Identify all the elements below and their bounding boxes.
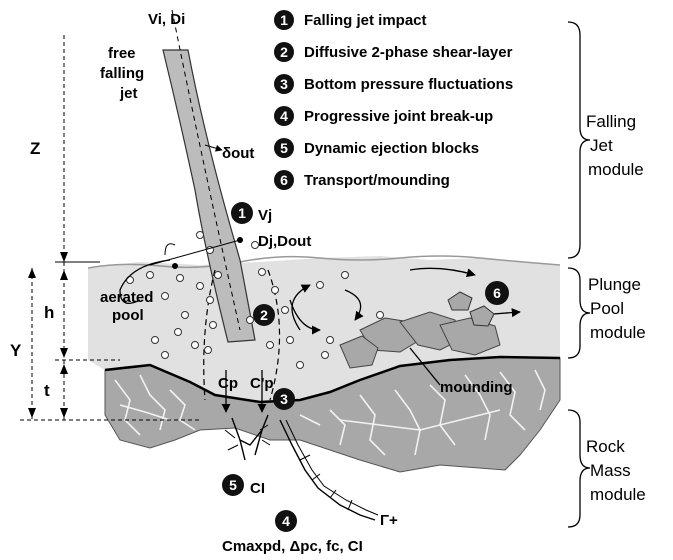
marker-2: 2 xyxy=(253,304,275,326)
dj-dout-label: Dj,Dout xyxy=(258,233,311,250)
y-label: Y xyxy=(10,341,22,360)
aerated-pool-label: pool xyxy=(112,307,144,324)
marker-num: 2 xyxy=(260,307,268,323)
vj-label: Vj xyxy=(258,207,272,224)
module-label: Mass xyxy=(590,461,631,480)
free-falling-jet-label: free xyxy=(108,45,136,62)
module-label: Rock xyxy=(586,437,625,456)
free-falling-jet-label: jet xyxy=(119,85,138,102)
jet-entry-dot xyxy=(172,263,178,269)
legend-num: 6 xyxy=(280,172,288,188)
gamma-plus-label: Γ+ xyxy=(380,512,398,529)
legend-item: 5 Dynamic ejection blocks xyxy=(274,138,479,158)
marker-5: 5 xyxy=(222,474,244,496)
module-rock-mass: Rock Mass module xyxy=(586,437,646,504)
module-label: module xyxy=(590,323,646,342)
deflection-arc-left xyxy=(165,244,175,255)
legend-num: 4 xyxy=(280,108,288,124)
module-label: module xyxy=(588,160,644,179)
marker-num: 3 xyxy=(280,391,288,407)
free-falling-jet-label: falling xyxy=(100,65,144,82)
marker-num: 6 xyxy=(493,285,501,301)
legend-text: Diffusive 2-phase shear-layer xyxy=(304,44,513,61)
t-label: t xyxy=(44,381,50,400)
marker-1: 1 xyxy=(231,202,253,224)
mounding-label: mounding xyxy=(440,379,512,396)
z-label: Z xyxy=(30,139,40,158)
legend-item: 4 Progressive joint break-up xyxy=(274,106,493,126)
delta-out-label: δout xyxy=(222,145,254,162)
legend-item: 3 Bottom pressure fluctuations xyxy=(274,74,513,94)
marker-num: 1 xyxy=(238,205,246,221)
legend-num: 2 xyxy=(280,44,288,60)
legend-item: 6 Transport/mounding xyxy=(274,170,450,190)
module-label: Jet xyxy=(590,136,613,155)
marker-4: 4 xyxy=(275,510,297,532)
legend-text: Falling jet impact xyxy=(304,12,427,29)
module-plunge-pool: Plunge Pool module xyxy=(588,275,646,342)
marker-6: 6 xyxy=(485,281,509,305)
module-falling-jet: Falling Jet module xyxy=(586,112,644,179)
marker-num: 4 xyxy=(282,513,290,529)
bottom-formula-label: Cmaxpd, Δpc, fc, CI xyxy=(222,538,363,555)
legend-text: Transport/mounding xyxy=(304,172,450,189)
legend: 1 Falling jet impact 2 Diffusive 2-phase… xyxy=(274,10,513,190)
legend-item: 1 Falling jet impact xyxy=(274,10,427,30)
marker-num: 5 xyxy=(229,477,237,493)
module-label: Pool xyxy=(590,299,624,318)
ci-label: CI xyxy=(250,480,265,497)
legend-num: 3 xyxy=(280,76,288,92)
module-label: Plunge xyxy=(588,275,641,294)
legend-item: 2 Diffusive 2-phase shear-layer xyxy=(274,42,513,62)
cp-prime-label: C'p xyxy=(250,375,274,392)
h-label: h xyxy=(44,303,54,322)
marker-3: 3 xyxy=(273,388,295,410)
legend-text: Dynamic ejection blocks xyxy=(304,140,479,157)
legend-text: Bottom pressure fluctuations xyxy=(304,76,513,93)
aerated-pool-label: aerated xyxy=(100,289,153,306)
legend-num: 1 xyxy=(280,12,288,28)
legend-num: 5 xyxy=(280,140,288,156)
legend-text: Progressive joint break-up xyxy=(304,108,493,125)
vi-di-label: Vi, Di xyxy=(148,11,185,28)
jet-entry-dot-2 xyxy=(237,237,243,243)
module-label: Falling xyxy=(586,112,636,131)
cp-label: Cp xyxy=(218,375,238,392)
module-label: module xyxy=(590,485,646,504)
